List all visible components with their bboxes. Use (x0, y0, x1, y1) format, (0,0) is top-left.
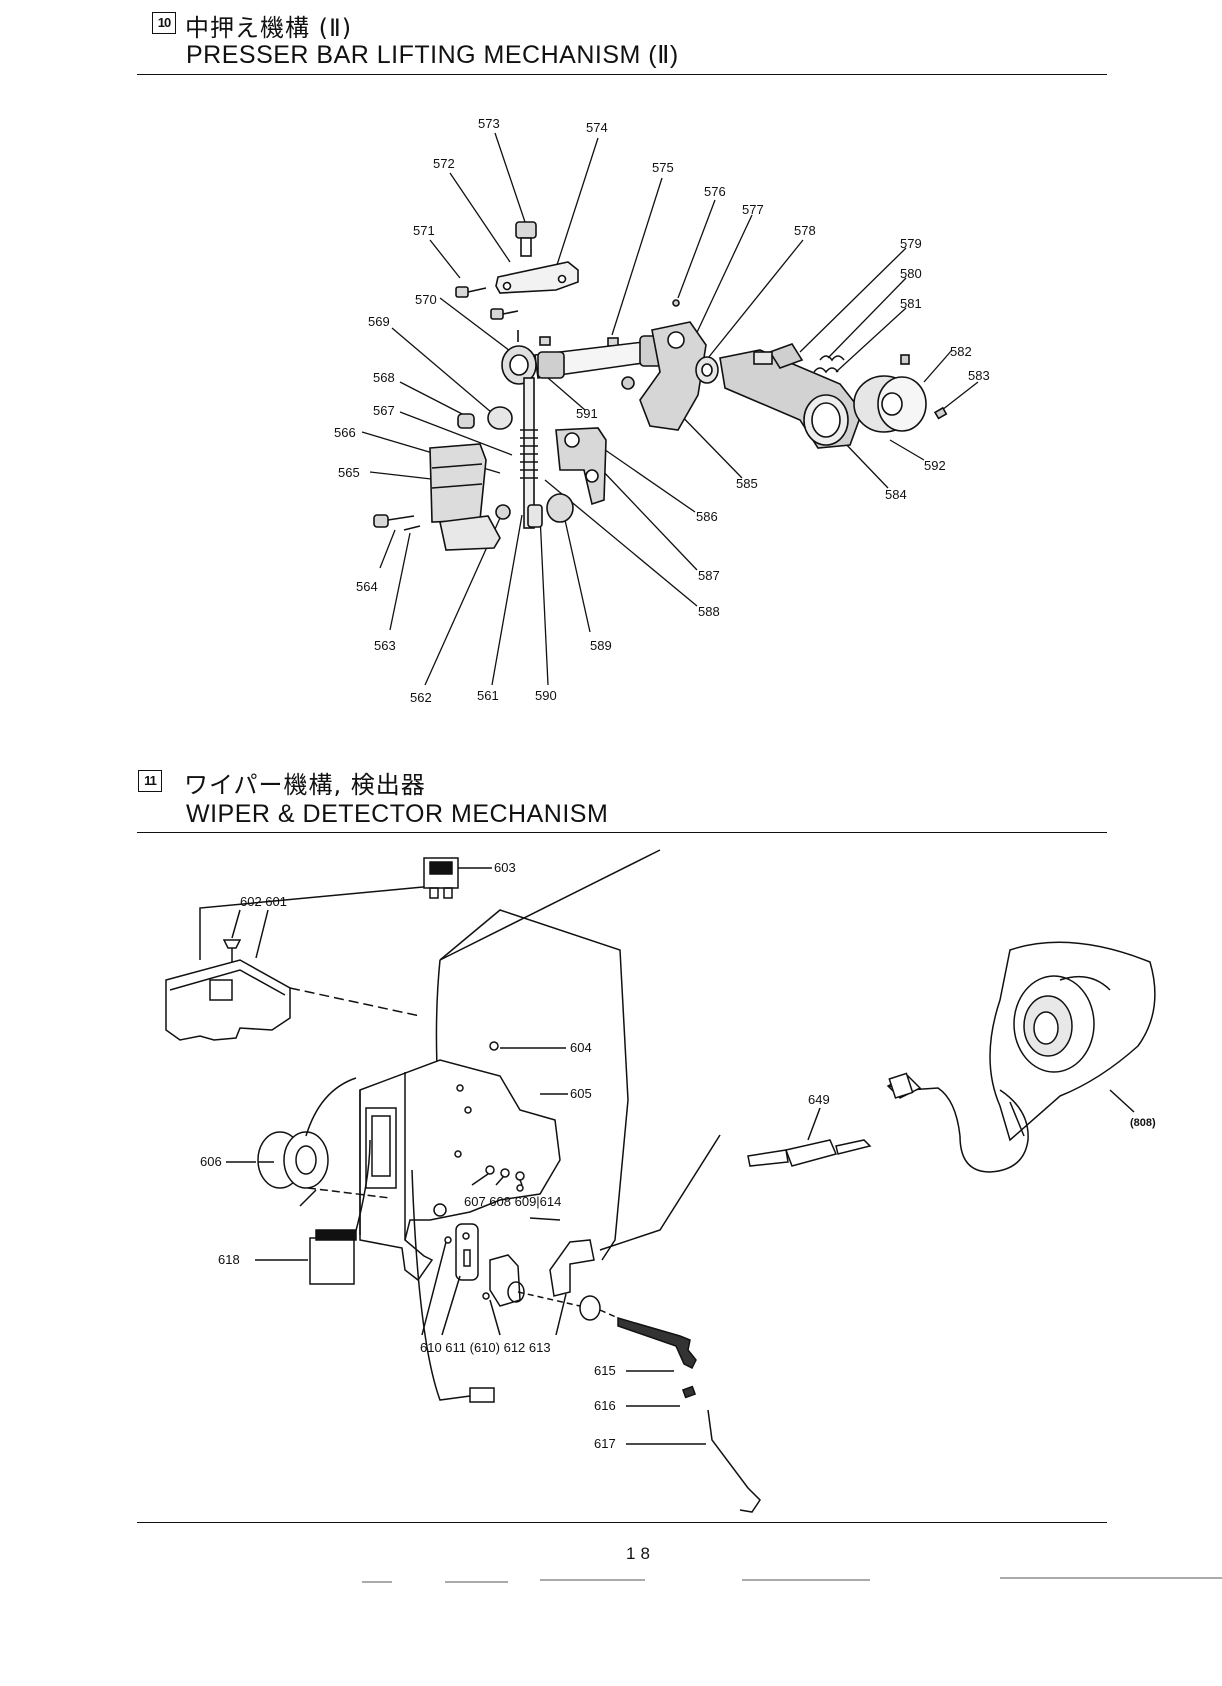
part-label: 577 (742, 202, 764, 217)
page-number: 18 (626, 1544, 655, 1563)
part-label: 617 (594, 1436, 616, 1451)
part-label: 602 601 (240, 894, 287, 909)
part-label: 606 (200, 1154, 222, 1169)
section-title-en-10: PRESSER BAR LIFTING MECHANISM (Ⅱ) (186, 41, 679, 69)
part-label: 582 (950, 344, 972, 359)
part-label: 649 (808, 1092, 830, 1107)
part-label: 615 (594, 1363, 616, 1378)
section-title-en-11: WIPER & DETECTOR MECHANISM (186, 800, 609, 828)
part-label: 571 (413, 223, 435, 238)
part-label: 573 (478, 116, 500, 131)
diagram2-label-group: 603 602 601 604 605 649 606 (808) 607 60… (200, 860, 1156, 1451)
part-label: 583 (968, 368, 990, 383)
part-label: 567 (373, 403, 395, 418)
part-label: 581 (900, 296, 922, 311)
section-rule-10 (137, 74, 1107, 75)
scan-artifacts (362, 1577, 1222, 1583)
part-label: 587 (698, 568, 720, 583)
part-label: 586 (696, 509, 718, 524)
part-label: 576 (704, 184, 726, 199)
wiper-detector-diagram: 603 602 601 604 605 649 606 (808) 607 60… (165, 849, 1156, 1513)
part-label: 580 (900, 266, 922, 281)
part-label: 574 (586, 120, 608, 135)
part-label: 566 (334, 425, 356, 440)
part-label: 565 (338, 465, 360, 480)
section-title-jp-10: 中押え機構 (Ⅱ) (185, 14, 353, 42)
part-label: 589 (590, 638, 612, 653)
part-label: 590 (535, 688, 557, 703)
part-label: 585 (736, 476, 758, 491)
part-label: 570 (415, 292, 437, 307)
section-rule-11 (137, 832, 1107, 833)
part-label: 569 (368, 314, 390, 329)
section-title-jp-11: ワイパー機構, 検出器 (184, 771, 426, 799)
part-label: 607 608 609|614 (464, 1194, 561, 1209)
part-label: 564 (356, 579, 378, 594)
part-label: 588 (698, 604, 720, 619)
part-label: 561 (477, 688, 499, 703)
part-label: 578 (794, 223, 816, 238)
part-label: 575 (652, 160, 674, 175)
part-label: 604 (570, 1040, 592, 1055)
part-label: 605 (570, 1086, 592, 1101)
part-label: 584 (885, 487, 907, 502)
part-label: 563 (374, 638, 396, 653)
part-label: 610 611 (610) 612 613 (420, 1340, 551, 1355)
section-number-box-10: 10 (152, 12, 176, 34)
part-label: 603 (494, 860, 516, 875)
section-number-box-11: 11 (138, 770, 162, 792)
presser-bar-lifting-diagram: 573 574 572 575 576 577 578 571 579 580 … (334, 116, 990, 705)
part-label: 568 (373, 370, 395, 385)
diagram1-label-group: 573 574 572 575 576 577 578 571 579 580 … (334, 116, 990, 705)
part-label: (808) (1130, 1117, 1156, 1129)
part-label: 579 (900, 236, 922, 251)
part-label: 572 (433, 156, 455, 171)
part-label: 592 (924, 458, 946, 473)
footer-rule (137, 1522, 1107, 1523)
part-label: 562 (410, 690, 432, 705)
part-label: 591 (576, 406, 598, 421)
part-label: 618 (218, 1252, 240, 1267)
part-label: 616 (594, 1398, 616, 1413)
